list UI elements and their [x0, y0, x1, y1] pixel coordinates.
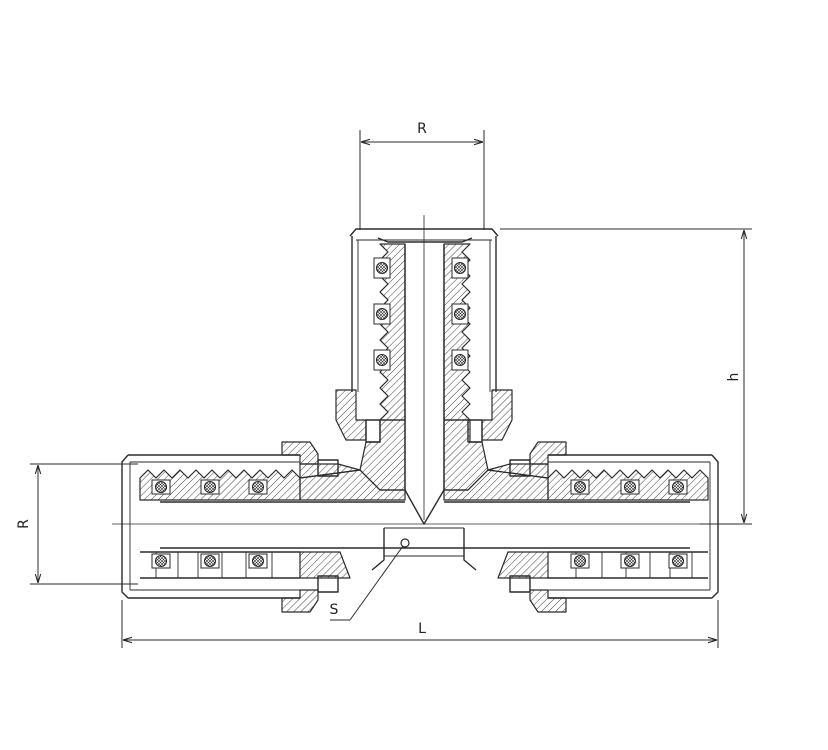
left-upper-o-ring-3: [251, 480, 265, 494]
top-left-stop-ring: [365, 419, 381, 443]
top-left-collar: [335, 389, 367, 441]
left-upper-collar: [281, 441, 319, 465]
left-branch: [121, 441, 361, 613]
right-branch: [487, 441, 719, 613]
right-sleeve-rim: [711, 454, 719, 599]
left-body-upper-link: [299, 463, 361, 479]
top-insert-mouth: [377, 237, 473, 243]
right-lower-o-ring-2: [623, 554, 637, 568]
left-upper-o-ring-2: [203, 480, 217, 494]
dimension-overall-length: L: [121, 600, 719, 648]
left-lower-collar: [281, 589, 319, 613]
top-right-o-ring-1: [453, 261, 467, 275]
vertical-branch: [335, 228, 513, 491]
vertical-bore-tip: [404, 489, 445, 525]
right-body-upper-link: [487, 463, 549, 479]
left-lower-o-ring-1: [154, 554, 168, 568]
top-right-collar: [481, 389, 513, 441]
length-label: L: [418, 621, 426, 637]
callout-sealing-point: S: [330, 545, 404, 621]
left-lower-o-ring-2: [203, 554, 217, 568]
right-lower-o-ring-1: [573, 554, 587, 568]
top-left-o-ring-3: [375, 353, 389, 367]
right-lower-o-ring-3: [671, 554, 685, 568]
height-label: h: [726, 373, 742, 382]
right-lower-collar: [529, 589, 567, 613]
left-upper-o-ring-1: [154, 480, 168, 494]
left-sleeve-rim: [121, 454, 129, 599]
top-left-o-ring-2: [375, 307, 389, 321]
sealing-leader-line: [349, 545, 404, 621]
right-upper-collar: [529, 441, 567, 465]
left-lower-o-ring-3: [251, 554, 265, 568]
tee-body: [160, 469, 690, 571]
right-upper-o-ring-1: [573, 480, 587, 494]
dimension-top-width: R: [359, 121, 485, 230]
right-upper-o-ring-2: [623, 480, 637, 494]
dimension-branch-height: h: [500, 228, 752, 525]
right-body-lower: [497, 551, 549, 579]
body-hub: [371, 528, 477, 571]
top-right-o-ring-2: [453, 307, 467, 321]
sealing-point-marker: [400, 538, 410, 548]
sealing-label: S: [330, 602, 339, 618]
top-left-o-ring-1: [375, 261, 389, 275]
diameter-label: R: [16, 519, 32, 529]
left-body-lower: [299, 551, 351, 579]
top-width-label: R: [417, 121, 427, 137]
top-sleeve-rim: [349, 228, 499, 237]
dimension-side-diameter: R: [16, 463, 138, 585]
right-upper-o-ring-3: [671, 480, 685, 494]
top-right-o-ring-3: [453, 353, 467, 367]
